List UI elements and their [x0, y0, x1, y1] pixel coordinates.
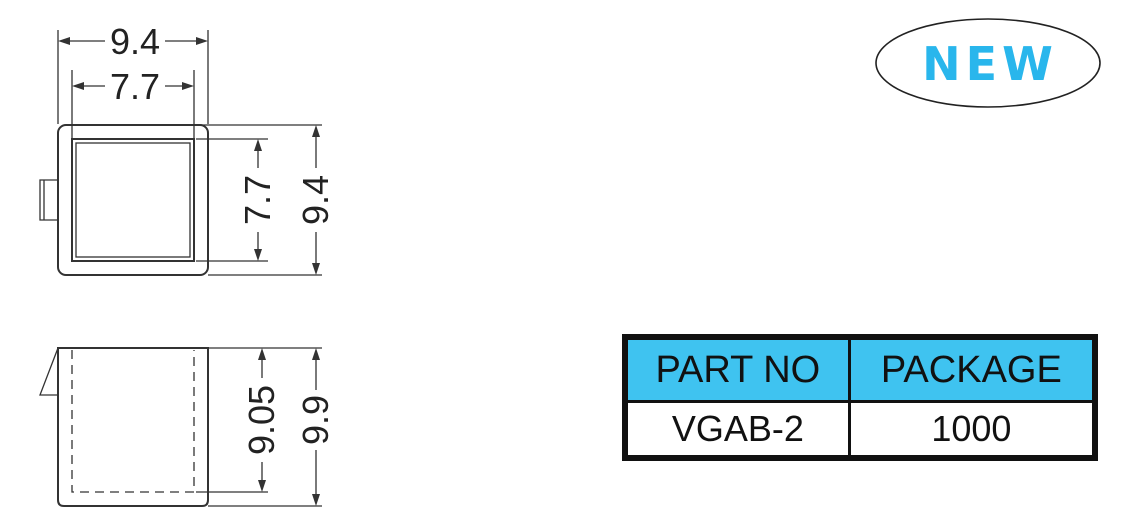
top-outer-height-label: 9.4	[295, 175, 336, 225]
table-row: VGAB-2 1000	[623, 400, 1097, 460]
side-inner-depth-label: 9.05	[241, 385, 282, 455]
top-inner-width-label: 7.7	[110, 66, 160, 107]
spec-table: PART NO PACKAGE VGAB-2 1000	[622, 334, 1098, 461]
cell-package: 1000	[847, 400, 1097, 460]
side-view-hidden-cavity	[71, 350, 195, 493]
new-badge: NEW	[875, 18, 1101, 108]
top-inner-height-label: 7.7	[237, 175, 278, 225]
top-view-outer-outline	[57, 124, 209, 276]
side-view: 9.05 9.9	[39, 347, 336, 507]
top-view: 9.4 7.7 7.7 9.4	[39, 21, 336, 276]
new-badge-ellipse	[875, 18, 1101, 108]
side-view-outline	[57, 347, 209, 507]
header-package: PACKAGE	[847, 335, 1097, 403]
cell-part-no: VGAB-2	[623, 400, 851, 460]
side-outer-depth-label: 9.9	[295, 395, 336, 445]
header-part-no: PART NO	[623, 335, 851, 403]
top-outer-width-label: 9.4	[110, 21, 160, 62]
top-view-inner-square	[71, 138, 195, 262]
new-badge-text: NEW	[922, 37, 1058, 91]
side-view-latch	[39, 347, 59, 396]
table-header-row: PART NO PACKAGE	[623, 335, 1097, 403]
top-view-side-tab	[39, 179, 58, 221]
